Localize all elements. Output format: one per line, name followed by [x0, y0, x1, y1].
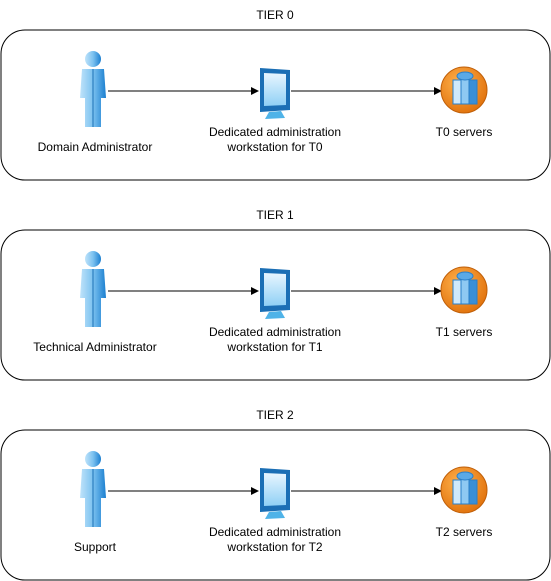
server-icon — [440, 266, 488, 314]
tier-frame — [0, 229, 551, 381]
user-icon — [80, 251, 106, 327]
monitor-icon — [260, 468, 290, 519]
server-label: T2 servers — [436, 525, 493, 539]
monitor-icon — [260, 268, 290, 319]
workstation-label-line1: Dedicated administration — [209, 525, 341, 539]
workstation-label-line1: Dedicated administration — [209, 325, 341, 339]
workstation-label-line2: workstation for T1 — [226, 340, 322, 354]
tier-title: TIER 2 — [256, 408, 294, 422]
user-label: Domain Administrator — [38, 140, 153, 154]
tier-group: TIER 2 Support Dedicated administration … — [0, 408, 551, 581]
workstation-label-line2: workstation for T2 — [226, 540, 322, 554]
user-icon — [80, 51, 106, 127]
server-icon — [440, 466, 488, 514]
tier-frame — [0, 429, 551, 581]
tier-title: TIER 1 — [256, 208, 294, 222]
user-icon — [80, 451, 106, 527]
monitor-icon — [260, 68, 290, 119]
workstation-label-line1: Dedicated administration — [209, 125, 341, 139]
server-icon — [440, 66, 488, 114]
tier-group: TIER 0 Domain Administrator Dedicated ad… — [0, 8, 551, 181]
tier-title: TIER 0 — [256, 8, 294, 22]
user-label: Support — [74, 540, 117, 554]
tier-group: TIER 1 Technical Administrator Dedicated… — [0, 208, 551, 381]
server-label: T1 servers — [436, 325, 493, 339]
tier-frame — [0, 29, 551, 181]
user-label: Technical Administrator — [33, 340, 156, 354]
workstation-label-line2: workstation for T0 — [226, 140, 322, 154]
server-label: T0 servers — [436, 125, 493, 139]
